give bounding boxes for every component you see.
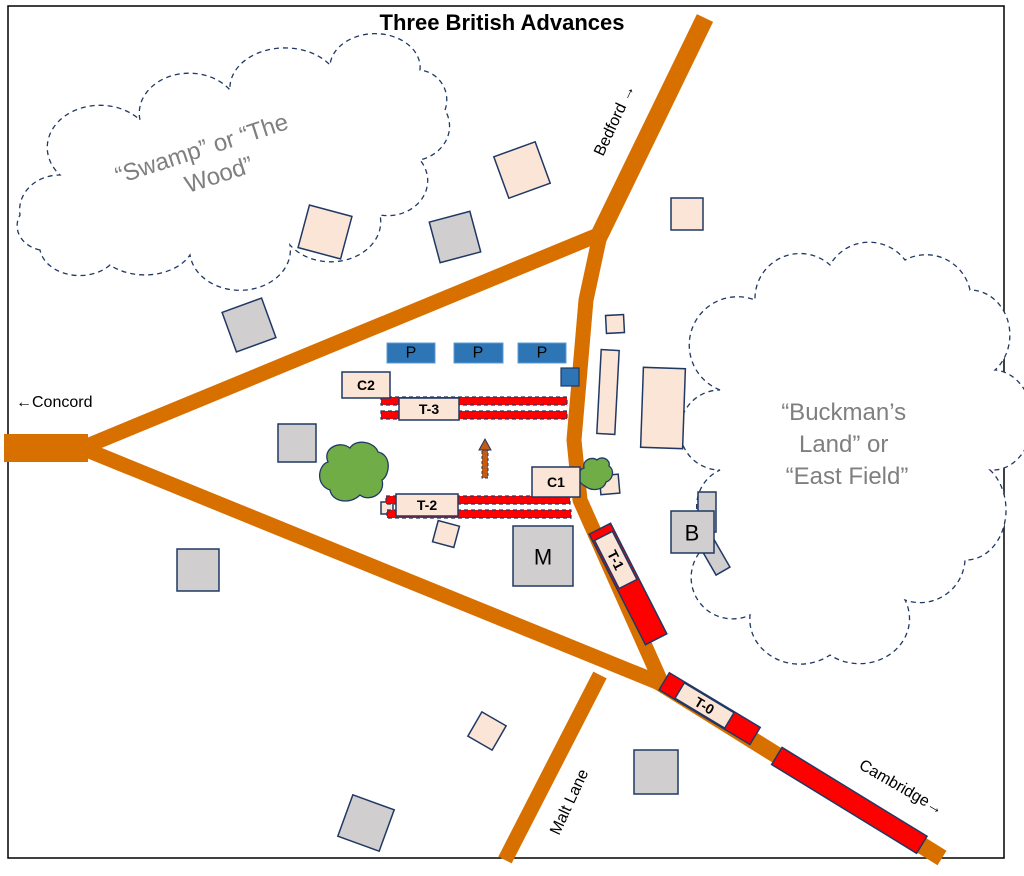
house (431, 519, 461, 549)
unit-c2: C2 (341, 371, 391, 399)
house (604, 313, 626, 335)
provincial-unit (517, 342, 567, 364)
bedford-road (589, 14, 714, 242)
advance-arrow-icon (478, 437, 492, 479)
unit-label: P (473, 345, 484, 362)
public-building (277, 423, 317, 463)
north-branch-road (79, 228, 601, 455)
house (670, 197, 704, 231)
buckman-land-label: “Buckman’s Land” or “East Field” (781, 399, 913, 490)
house (466, 710, 508, 752)
building-m-label: M (534, 545, 552, 570)
troop-t0: T-0 (658, 671, 762, 746)
map-title: Three British Advances (380, 10, 625, 35)
unit-label: P (537, 345, 548, 362)
building-m: M (512, 525, 574, 587)
tree-icon (318, 441, 389, 502)
house (297, 204, 353, 260)
provincial-unit (453, 342, 504, 364)
buckman-land-area (679, 241, 1024, 665)
provincials: P P P (386, 342, 580, 387)
troop-t2: T-2 (385, 493, 572, 519)
malt-lane (498, 671, 607, 864)
public-building (428, 210, 482, 264)
public-building (336, 793, 396, 853)
unit-label: C2 (357, 377, 375, 393)
troop-column (770, 746, 929, 855)
unit-label: C1 (547, 474, 565, 490)
public-building (221, 297, 277, 353)
unit-label: T-2 (417, 497, 437, 513)
south-branch-road (79, 441, 665, 691)
buildings: M B (176, 140, 731, 853)
troop-t3: T-3 (380, 396, 568, 421)
unit-c1: C1 (531, 466, 581, 498)
house (639, 366, 687, 450)
troop-t1: T-1 (588, 522, 668, 646)
provincial-unit (386, 342, 436, 364)
house (596, 348, 620, 436)
public-building (176, 548, 220, 592)
public-building (633, 749, 679, 795)
unit-label: T-3 (419, 401, 439, 417)
concord-label: ←Concord (16, 394, 92, 411)
provincial-marker (560, 367, 580, 387)
building-b-label: B (685, 521, 700, 546)
house (492, 140, 552, 200)
building-b: B (670, 510, 715, 554)
unit-label: P (406, 345, 417, 362)
tree-icon (577, 457, 614, 491)
